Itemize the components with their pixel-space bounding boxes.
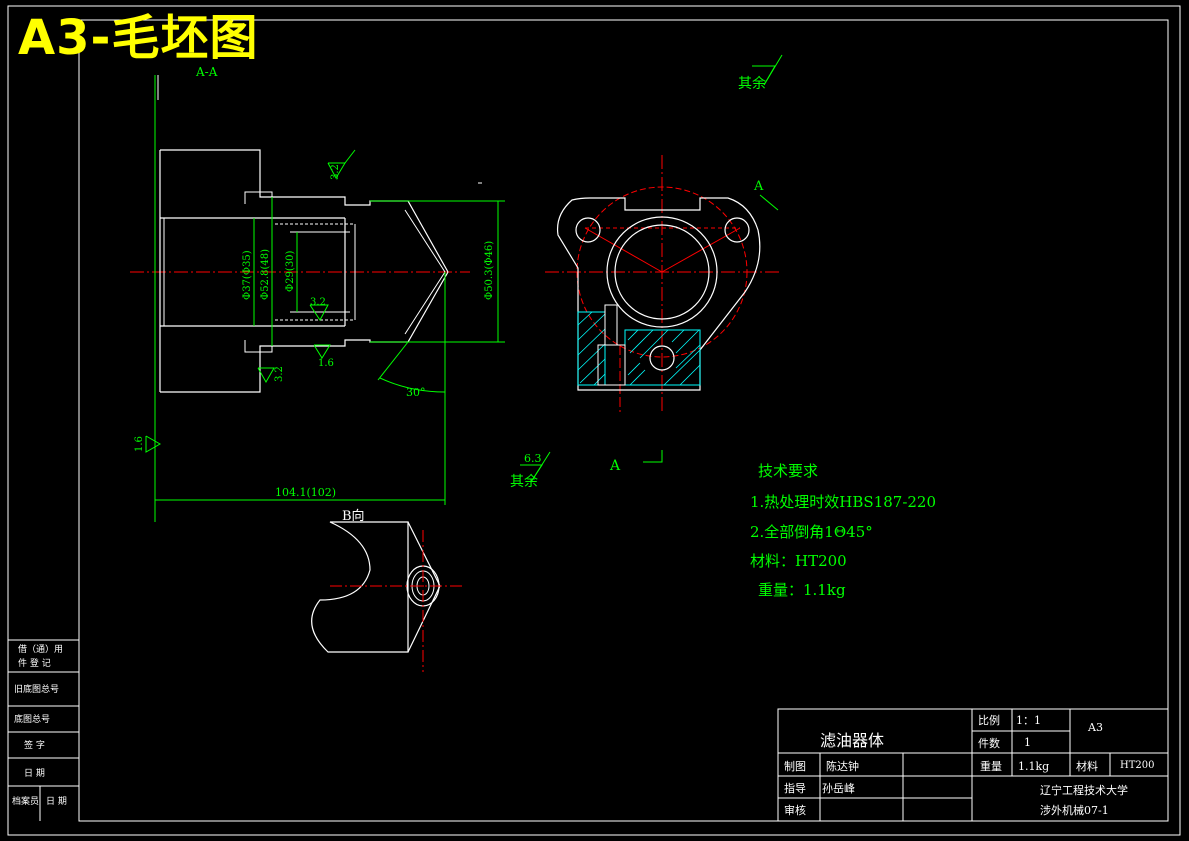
sheet-size: A3 (1087, 721, 1103, 734)
dim-d2: Φ52.8(48) (260, 249, 271, 300)
roughness-value-1: 3.2 (330, 164, 341, 180)
guide-name: 孙岳峰 (822, 782, 855, 795)
tech-line-3: 材料：HT200 (750, 552, 847, 570)
weight-label: 重量 (980, 759, 1002, 773)
reg-label-4: 签 字 (24, 739, 45, 751)
tech-line-1: 1.热处理时效HBS187-220 (750, 493, 936, 511)
dim-d1: Φ37(Φ35) (242, 250, 253, 300)
title-block (777, 708, 1169, 822)
roughness-value-3: 1.6 (318, 358, 334, 369)
school-name: 辽宁工程技术大学 (1040, 783, 1128, 797)
scale-label: 比例 (978, 713, 1000, 727)
tech-line-4: 重量：1.1kg (758, 581, 846, 599)
section-arrow-label: A (753, 179, 764, 194)
roughness-value-4: 3.2 (274, 366, 285, 382)
review-label: 审核 (784, 803, 806, 817)
reg-label-1b: 件 登 记 (18, 657, 51, 669)
dim-angle: 30° (406, 386, 426, 399)
dim-d3: Φ29(30) (285, 250, 296, 292)
tech-heading: 技术要求 (758, 462, 818, 480)
section-label: A-A (195, 65, 218, 79)
weight-value: 1.1kg (1018, 760, 1049, 773)
sheet-border (7, 5, 1181, 836)
drawn-name: 陈达钟 (826, 759, 859, 773)
view-b-label: B向 (342, 508, 365, 524)
reg-label-1a: 借（通）用 (18, 643, 63, 655)
class-name: 涉外机械07-1 (1040, 803, 1109, 817)
top-view (520, 54, 783, 483)
qty-label: 件数 (978, 737, 1000, 750)
drawn-label: 制图 (784, 760, 806, 773)
rest-roughness-label: 其余 (510, 473, 538, 490)
qty-value: 1 (1024, 736, 1031, 749)
part-name: 滤油器体 (820, 731, 884, 750)
guide-label: 指导 (784, 781, 806, 795)
section-view-a-a (130, 75, 505, 522)
rest-roughness-value: 6.3 (524, 452, 542, 465)
page-title: A3-毛坯图 (18, 10, 259, 66)
dim-length: 104.1(102) (275, 486, 336, 499)
tech-line-2: 2.全部倒角1Θ45° (750, 523, 873, 541)
material-label: 材料 (1076, 759, 1098, 773)
left-registration-column (8, 639, 79, 821)
roughness-value-5: 1.6 (134, 436, 145, 452)
reg-label-6b: 日 期 (46, 796, 67, 807)
reg-label-5: 日 期 (24, 768, 45, 779)
top-rest-roughness-label: 其余 (738, 75, 766, 92)
reg-label-3: 底图总号 (14, 713, 50, 725)
reg-label-6a: 档案员 (12, 795, 39, 807)
dim-d4: Φ50.3(Φ46) (484, 241, 495, 300)
material-value: HT200 (1120, 760, 1154, 771)
reg-label-2: 旧底图总号 (14, 683, 59, 695)
roughness-value-2: 3.2 (310, 297, 326, 308)
scale-value: 1：1 (1016, 714, 1041, 727)
view-a-label: A (609, 458, 621, 474)
view-b (311, 521, 465, 672)
